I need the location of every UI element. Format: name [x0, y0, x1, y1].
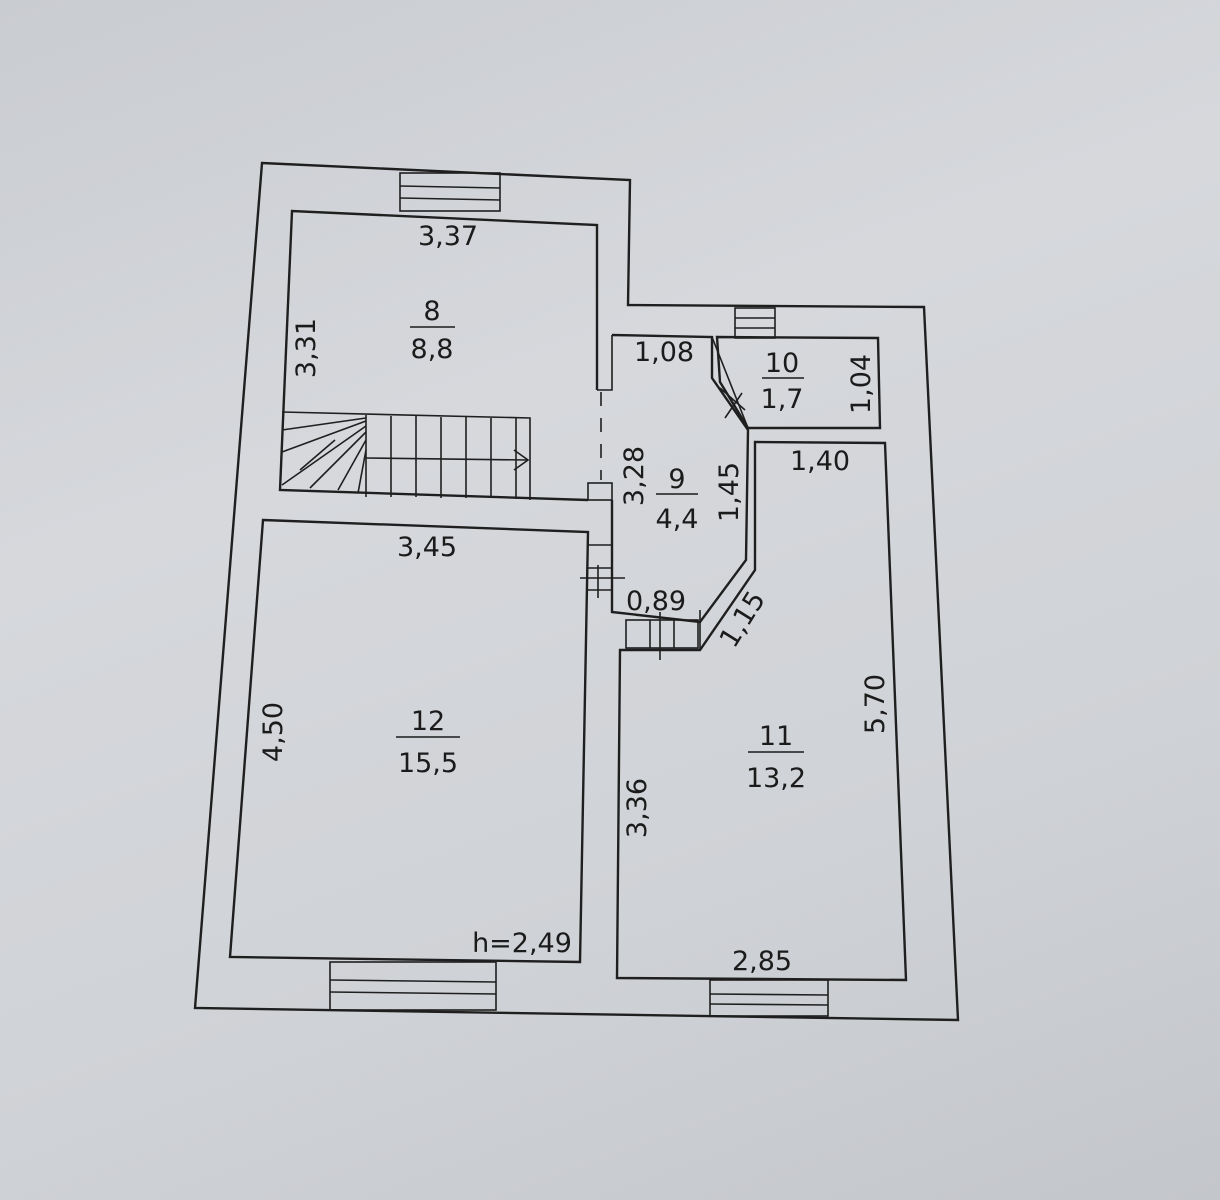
dim-r11-top: 1,40	[790, 446, 850, 477]
room-11-area: 13,2	[746, 763, 806, 794]
room-12-outline	[228, 518, 590, 964]
dim-r9-diag: 1,15	[714, 586, 772, 653]
window-room-12	[329, 961, 497, 1011]
room-9-outline	[610, 333, 750, 624]
room-8-number: 8	[423, 296, 440, 327]
window-room-10	[734, 307, 776, 339]
small-steps-bottom	[625, 612, 699, 660]
room-12-number: 12	[411, 706, 445, 737]
room-11-outline	[615, 440, 908, 982]
room-8-outline	[278, 209, 599, 502]
ceiling-height: h=2,49	[472, 928, 572, 959]
room-8-doorpost	[587, 482, 613, 501]
dim-r11-bottom: 2,85	[732, 946, 792, 977]
dim-r12-left: 4,50	[258, 702, 289, 762]
room-8-door-jamb	[597, 335, 613, 391]
room-11-number: 11	[759, 721, 793, 752]
stair-direction-arrow	[513, 449, 530, 471]
dim-r9-right: 1,45	[714, 462, 745, 522]
room-9-door-swing	[719, 387, 746, 411]
dim-r8-height: 3,31	[291, 318, 322, 378]
room-8-area: 8,8	[411, 334, 454, 365]
dim-r11-left: 3,36	[622, 778, 653, 838]
room-9-area: 4,4	[656, 504, 699, 535]
outer-wall	[193, 161, 960, 1022]
room-10-inner-edge	[711, 336, 749, 429]
window-room-11	[709, 979, 829, 1017]
dim-r10-height: 1,04	[846, 354, 877, 414]
room-12-area: 15,5	[398, 748, 458, 779]
dim-r12-top: 3,45	[397, 532, 457, 563]
staircase	[281, 411, 531, 500]
dim-r8-width: 3,37	[418, 221, 478, 252]
dim-r9-bottom: 0,89	[626, 586, 686, 617]
room-10-area: 1,7	[761, 384, 804, 415]
dim-r11-right: 5,70	[860, 674, 891, 734]
window-top	[399, 172, 501, 212]
dim-r9-height: 3,28	[619, 446, 650, 506]
room-10-outline	[715, 335, 882, 430]
room-9-number: 9	[668, 464, 685, 495]
room-10-number: 10	[765, 348, 799, 379]
dim-r9-top: 1,08	[634, 337, 694, 368]
